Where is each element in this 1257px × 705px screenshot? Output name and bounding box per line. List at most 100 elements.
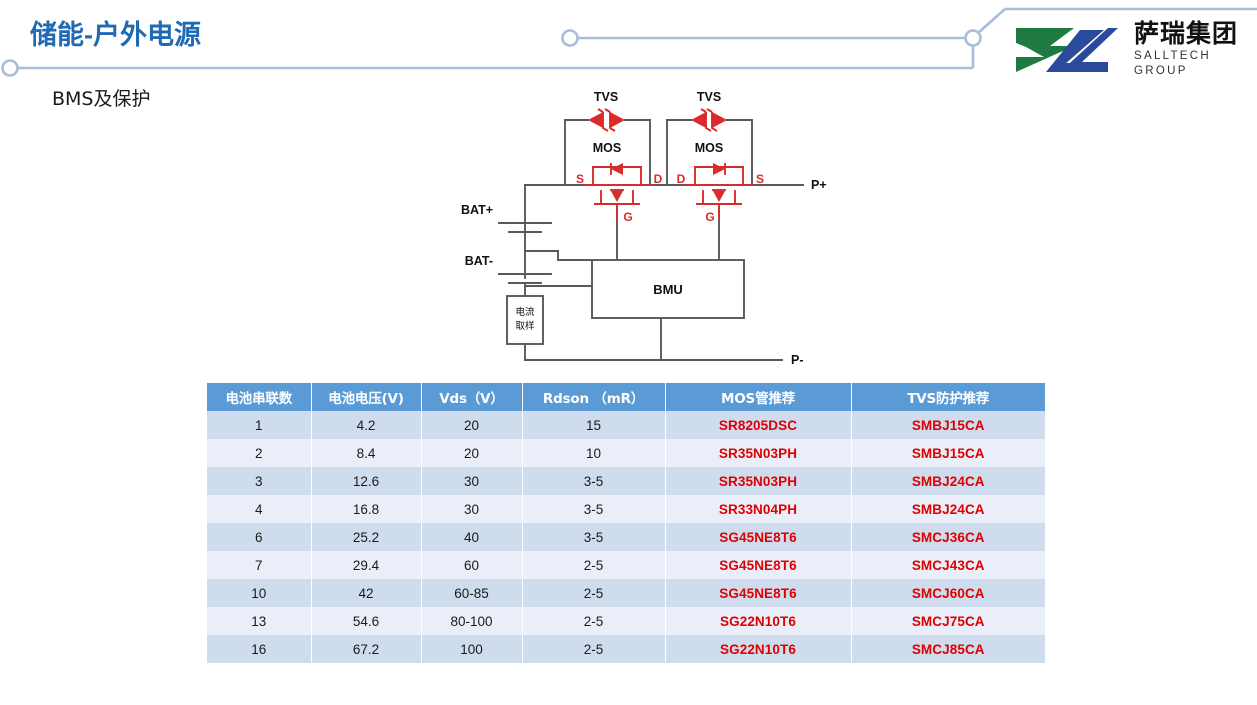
cell-tvs-part: SMBJ15CA <box>851 439 1045 467</box>
salltech-logo-icon <box>1016 28 1118 72</box>
column-header-battery-voltage: 电池电压(V) <box>311 383 422 411</box>
logo-blue-stroke <box>1046 30 1104 72</box>
label-p-minus: P- <box>791 353 804 367</box>
cell-tvs-part: SMBJ24CA <box>851 495 1045 523</box>
cell-tvs-part: SMBJ24CA <box>851 467 1045 495</box>
mosfet-right-body-diode-triangle <box>713 163 725 175</box>
cell-battery-voltage: 25.2 <box>311 523 422 551</box>
shunt-label-line2: 取样 <box>515 320 534 332</box>
label-mosfet-right-s: S <box>756 172 764 186</box>
cell-battery-voltage: 16.8 <box>311 495 422 523</box>
cell-vds: 30 <box>421 495 523 523</box>
cell-tvs-part: SMCJ43CA <box>851 551 1045 579</box>
cell-mos-part: SR35N03PH <box>665 439 852 467</box>
cell-series-count: 10 <box>207 579 312 607</box>
table-header-row: 电池串联数 电池电压(V) Vds（V） Rdson （mR） MOS管推荐 T… <box>207 383 1045 411</box>
cell-battery-voltage: 4.2 <box>311 411 422 439</box>
deco-circle-right <box>964 29 982 47</box>
mosfet-right-gate-arrow <box>713 191 725 202</box>
cell-mos-part: SG45NE8T6 <box>665 579 852 607</box>
cell-vds: 20 <box>421 411 523 439</box>
label-tvs-left: TVS <box>594 90 618 104</box>
cell-mos-part: SG45NE8T6 <box>665 523 852 551</box>
cell-tvs-part: SMCJ85CA <box>851 635 1045 663</box>
shunt-box <box>506 295 544 345</box>
cell-battery-voltage: 67.2 <box>311 635 422 663</box>
cell-rdson: 2-5 <box>522 635 666 663</box>
logo-name-en: SALLTECH GROUP <box>1134 49 1211 77</box>
cell-series-count: 16 <box>207 635 312 663</box>
cell-rdson: 3-5 <box>522 495 666 523</box>
company-logo: 萨瑞集团 SALLTECH GROUP <box>1012 21 1247 78</box>
page-title: 储能-户外电源 <box>30 20 201 50</box>
logo-text-block: 萨瑞集团 SALLTECH GROUP <box>1134 21 1247 78</box>
cell-series-count: 4 <box>207 495 312 523</box>
column-header-rdson: Rdson （mR） <box>522 383 666 411</box>
cell-tvs-part: SMCJ75CA <box>851 607 1045 635</box>
cell-rdson: 2-5 <box>522 551 666 579</box>
cell-vds: 60-85 <box>421 579 523 607</box>
column-header-mos-recommendation: MOS管推荐 <box>665 383 852 411</box>
cell-series-count: 13 <box>207 607 312 635</box>
cell-series-count: 1 <box>207 411 312 439</box>
cell-mos-part: SG45NE8T6 <box>665 551 852 579</box>
cell-rdson: 3-5 <box>522 523 666 551</box>
tvs-right-symbol <box>691 108 727 132</box>
mos-tvs-recommendation-table: 电池串联数 电池电压(V) Vds（V） Rdson （mR） MOS管推荐 T… <box>207 383 1045 663</box>
cell-rdson: 15 <box>522 411 666 439</box>
label-mosfet-left-g: G <box>623 210 632 224</box>
cell-tvs-part: SMBJ15CA <box>851 411 1045 439</box>
cell-rdson: 3-5 <box>522 467 666 495</box>
cell-vds: 60 <box>421 551 523 579</box>
cell-mos-part: SR33N04PH <box>665 495 852 523</box>
cell-vds: 40 <box>421 523 523 551</box>
label-mos-right: MOS <box>695 141 723 155</box>
mosfet-left-body-diode-triangle <box>611 163 623 175</box>
logo-blue-base <box>1054 63 1108 72</box>
tvs-left-symbol <box>588 108 625 132</box>
cell-vds: 30 <box>421 467 523 495</box>
cell-vds: 100 <box>421 635 523 663</box>
cell-battery-voltage: 8.4 <box>311 439 422 467</box>
cell-vds: 80-100 <box>421 607 523 635</box>
cell-series-count: 6 <box>207 523 312 551</box>
shunt-label-line1: 电流 <box>515 306 535 318</box>
logo-name-cn: 萨瑞集团 <box>1134 19 1239 49</box>
section-subtitle: BMS及保护 <box>52 88 151 110</box>
logo-green-shape <box>1016 28 1074 72</box>
cell-mos-part: SR8205DSC <box>665 411 852 439</box>
cell-battery-voltage: 54.6 <box>311 607 422 635</box>
cell-mos-part: SR35N03PH <box>665 467 852 495</box>
cell-series-count: 3 <box>207 467 312 495</box>
mosfet-left-gate-arrow <box>611 191 623 202</box>
cell-mos-part: SG22N10T6 <box>665 607 852 635</box>
cell-rdson: 10 <box>522 439 666 467</box>
deco-circle-middle <box>561 29 579 47</box>
label-mosfet-right-d: D <box>677 172 686 186</box>
column-header-series-count: 电池串联数 <box>207 383 312 411</box>
cell-series-count: 2 <box>207 439 312 467</box>
cell-battery-voltage: 12.6 <box>311 467 422 495</box>
cell-rdson: 2-5 <box>522 579 666 607</box>
label-bat-plus: BAT+ <box>461 203 493 217</box>
deco-circle-left <box>1 59 19 77</box>
label-p-plus: P+ <box>811 178 827 192</box>
cell-series-count: 7 <box>207 551 312 579</box>
logo-blue-shape <box>1060 28 1118 72</box>
cell-tvs-part: SMCJ60CA <box>851 579 1045 607</box>
cell-mos-part: SG22N10T6 <box>665 635 852 663</box>
column-header-vds: Vds（V） <box>421 383 523 411</box>
label-tvs-right: TVS <box>697 90 721 104</box>
bmu-box <box>591 259 745 319</box>
cell-battery-voltage: 42 <box>311 579 422 607</box>
label-mosfet-left-s: S <box>576 172 584 186</box>
label-mos-left: MOS <box>593 141 621 155</box>
